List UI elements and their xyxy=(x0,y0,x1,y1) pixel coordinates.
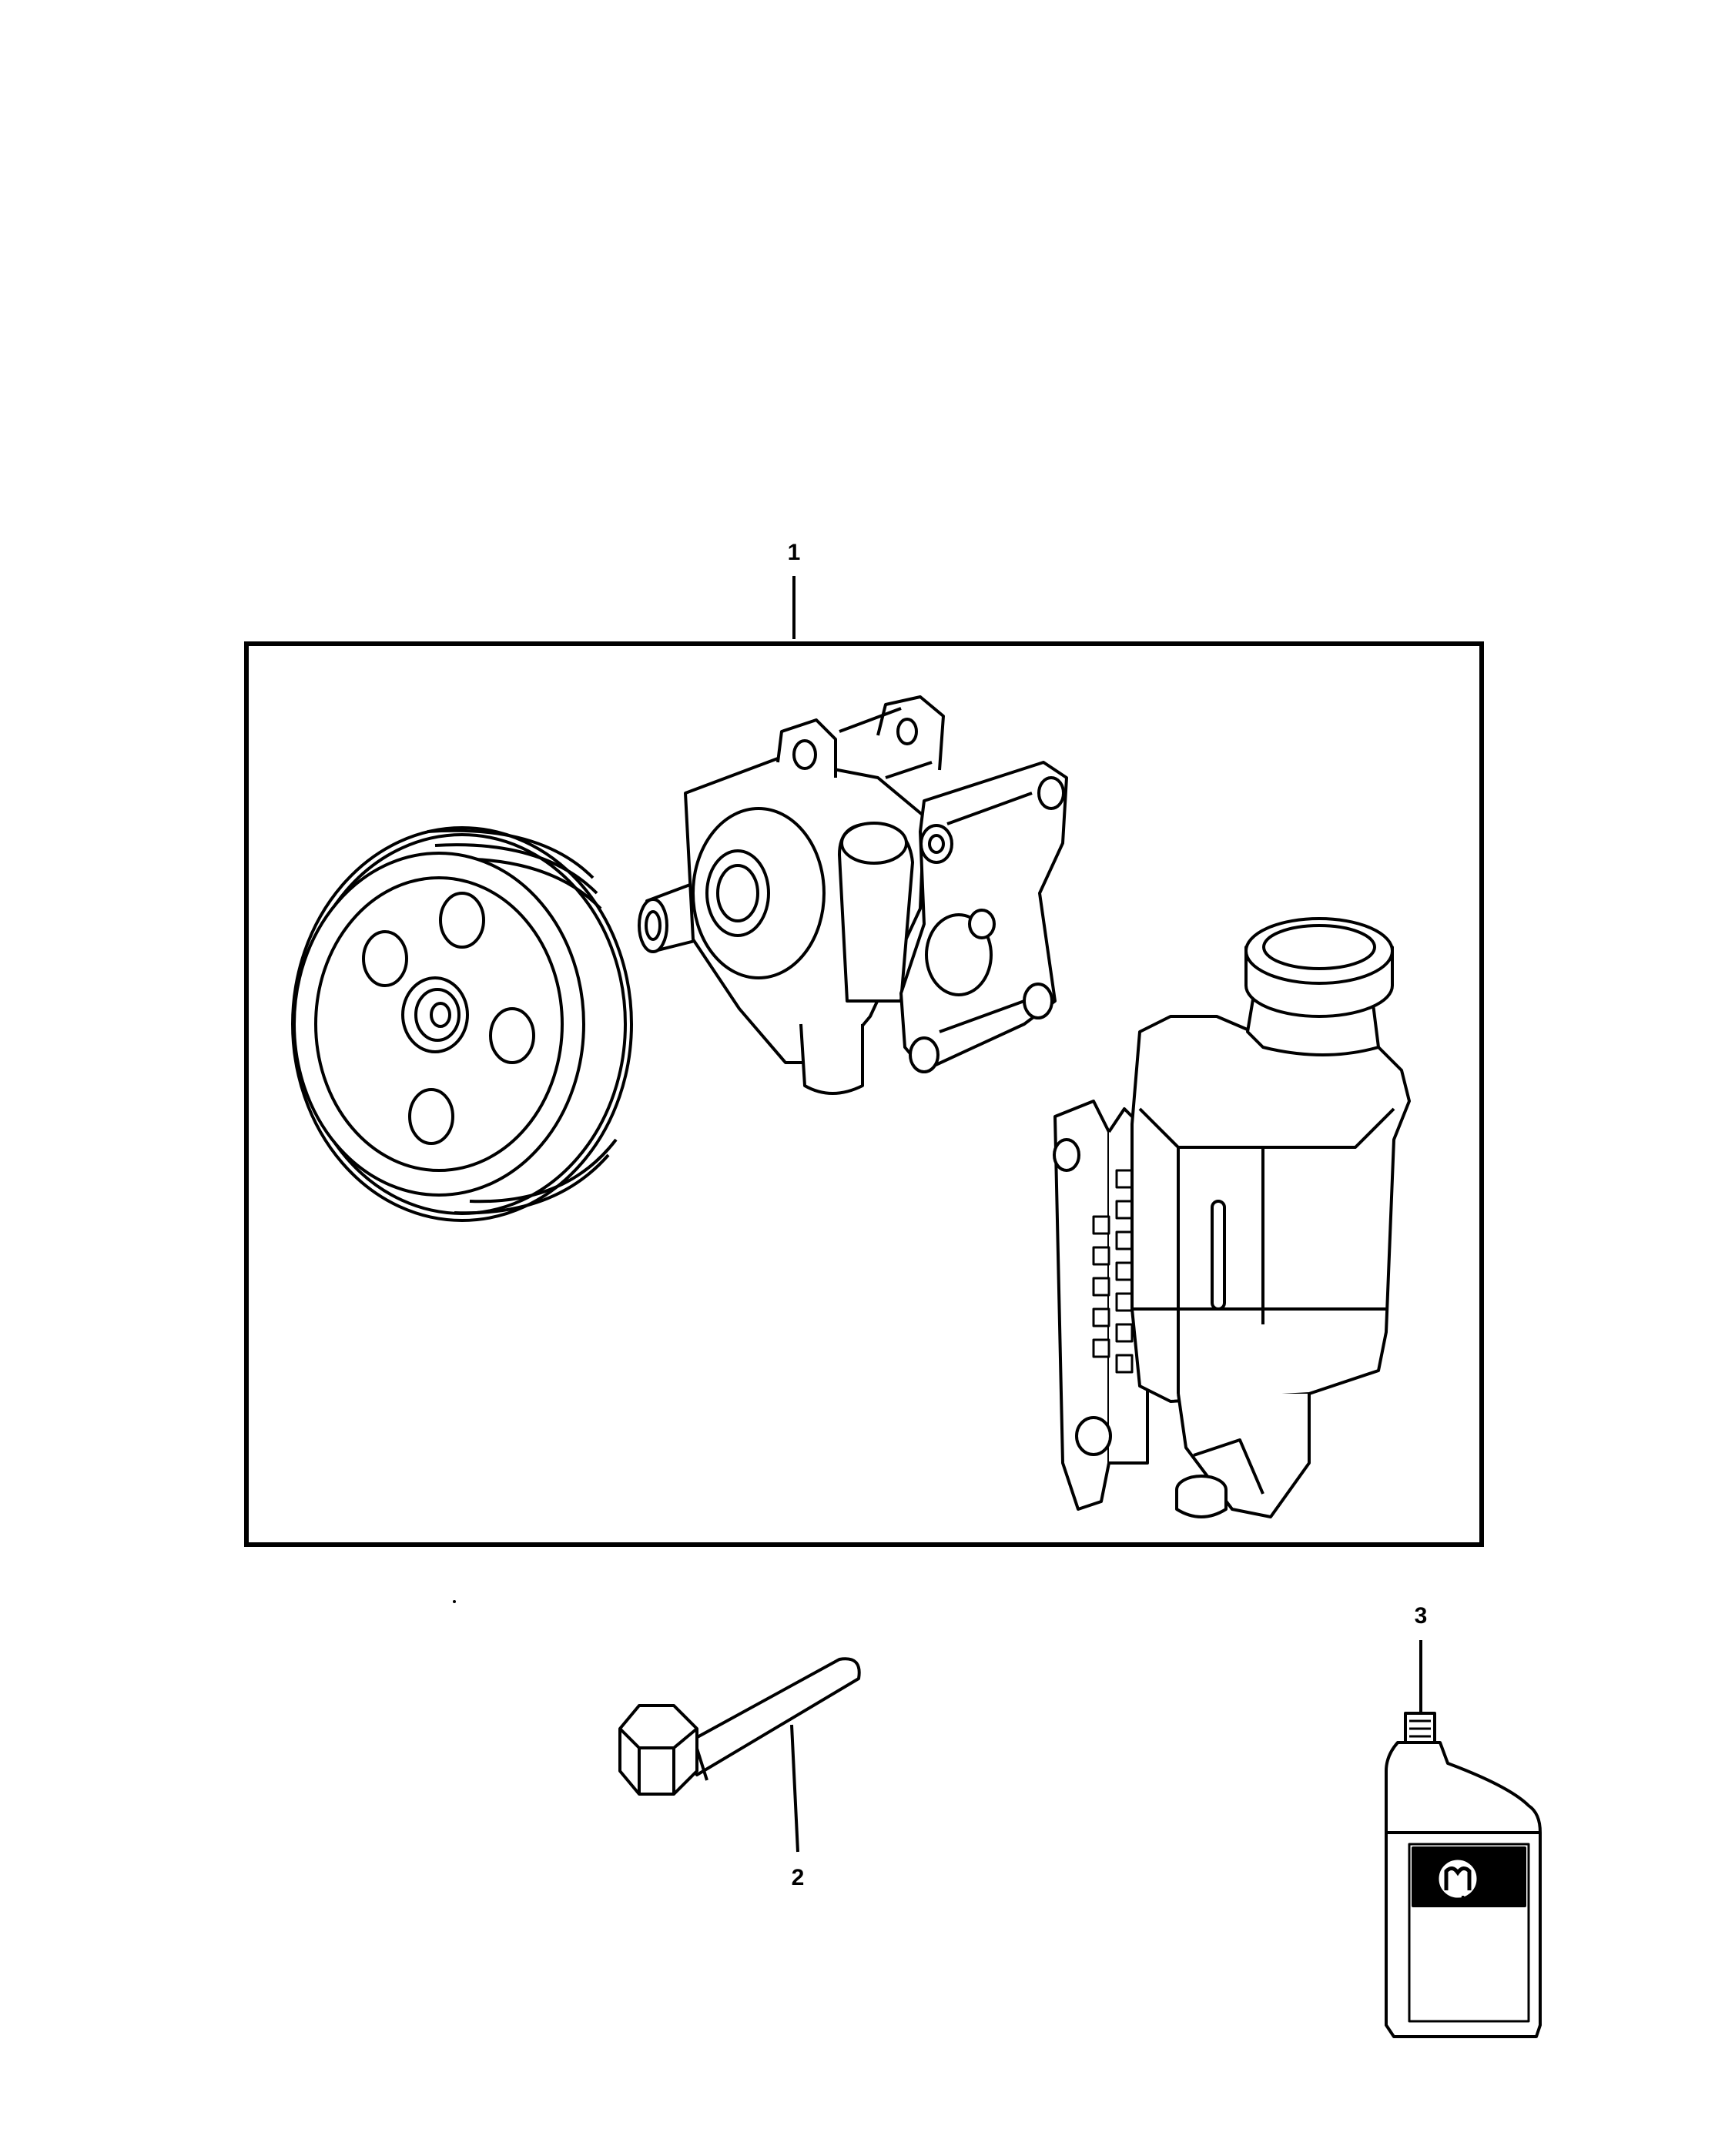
fluid-reservoir[interactable] xyxy=(1053,917,1411,1518)
callout-1-label[interactable]: 1 xyxy=(788,540,801,565)
callout-2-leader xyxy=(790,1724,799,1853)
bolt[interactable] xyxy=(618,1657,861,1796)
power-steering-pump[interactable] xyxy=(638,695,1068,1095)
bottle-brand: MOPAR xyxy=(1461,1894,1506,1907)
speck xyxy=(453,1600,456,1603)
kit-frame xyxy=(244,641,1484,1547)
pulley[interactable] xyxy=(291,826,633,1222)
mopar-logo xyxy=(1436,1857,1479,1900)
callout-3-label[interactable]: 3 xyxy=(1415,1603,1428,1629)
callout-2-label[interactable]: 2 xyxy=(792,1865,805,1890)
